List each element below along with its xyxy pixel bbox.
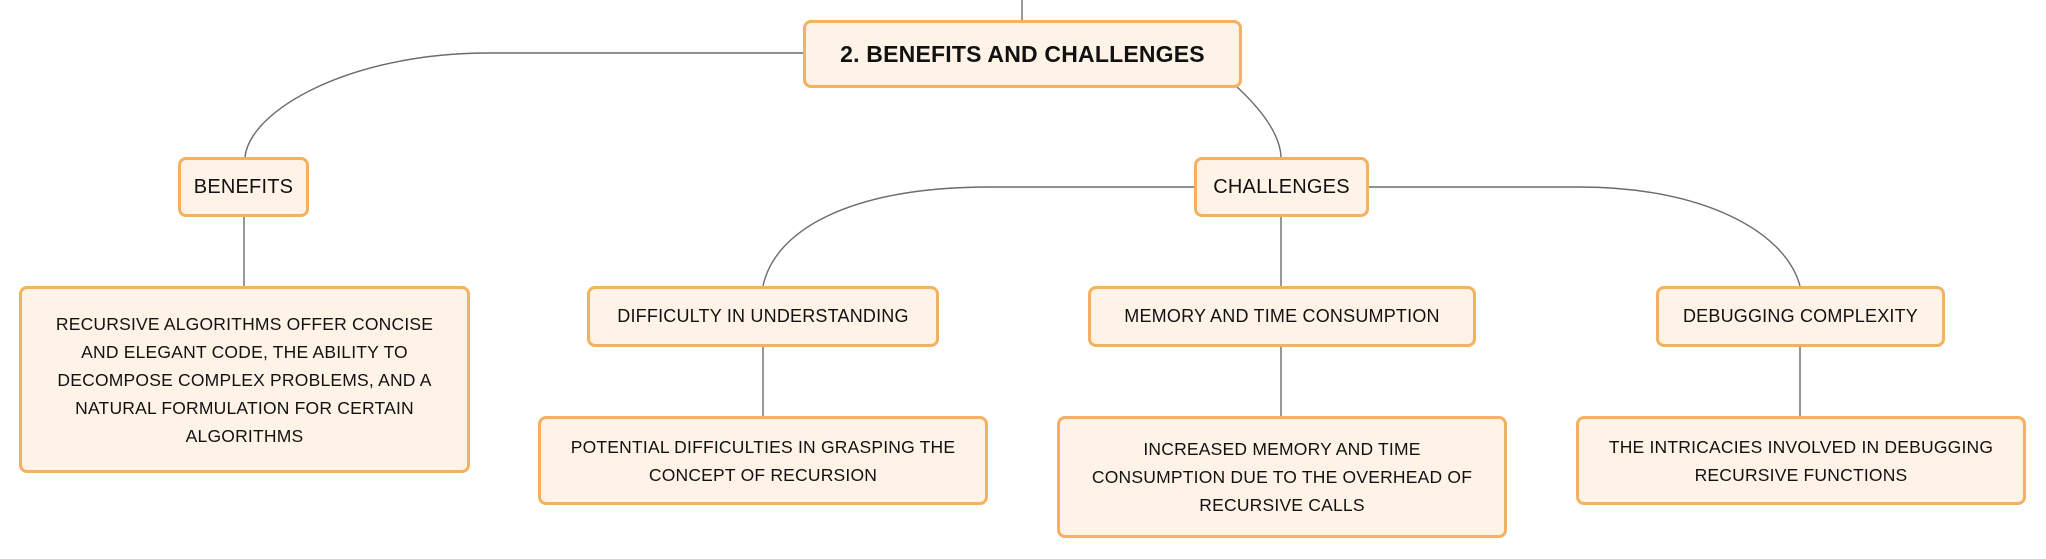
challenges-node[interactable]: CHALLENGES [1194, 157, 1369, 217]
memory-time-consumption-label: MEMORY AND TIME CONSUMPTION [1124, 306, 1440, 326]
benefits-detail-text: RECURSIVE ALGORITHMS OFFER CONCISE AND E… [55, 313, 434, 446]
memory-time-consumption-node[interactable]: MEMORY AND TIME CONSUMPTION [1088, 286, 1476, 347]
memory-detail-text: INCREASED MEMORY AND TIME CONSUMPTION DU… [1091, 439, 1473, 515]
debugging-detail-node[interactable]: THE INTRICACIES INVOLVED IN DEBUGGING RE… [1576, 416, 2026, 505]
benefits-label: BENEFITS [193, 175, 294, 198]
memory-detail-node[interactable]: INCREASED MEMORY AND TIME CONSUMPTION DU… [1057, 416, 1507, 538]
connector-root-to-benefits [244, 52, 803, 158]
debugging-detail-text: THE INTRICACIES INVOLVED IN DEBUGGING RE… [1608, 436, 1994, 485]
root-topic-label: 2. BENEFITS AND CHALLENGES [840, 40, 1205, 67]
debugging-complexity-node[interactable]: DEBUGGING COMPLEXITY [1656, 286, 1945, 347]
debugging-complexity-label: DEBUGGING COMPLEXITY [1682, 306, 1919, 326]
difficulty-detail-node[interactable]: POTENTIAL DIFFICULTIES IN GRASPING THE C… [538, 416, 988, 505]
challenges-label: CHALLENGES [1213, 175, 1350, 198]
connector-root-to-challenges [1235, 85, 1282, 158]
benefits-detail-node[interactable]: RECURSIVE ALGORITHMS OFFER CONCISE AND E… [19, 286, 470, 473]
difficulty-understanding-node[interactable]: DIFFICULTY IN UNDERSTANDING [587, 286, 939, 347]
root-topic-node[interactable]: 2. BENEFITS AND CHALLENGES [803, 20, 1242, 88]
connector-challenges-to-debugging [1369, 186, 1801, 287]
difficulty-understanding-label: DIFFICULTY IN UNDERSTANDING [617, 306, 909, 326]
connector-challenges-to-difficulty [762, 186, 1194, 287]
benefits-node[interactable]: BENEFITS [178, 157, 309, 217]
difficulty-detail-text: POTENTIAL DIFFICULTIES IN GRASPING THE C… [570, 436, 956, 485]
